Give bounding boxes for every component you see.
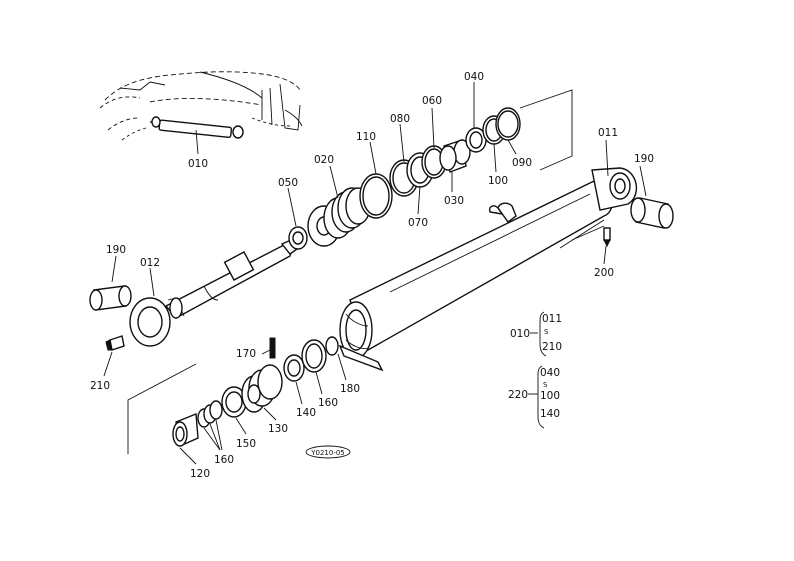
label-110[interactable]: 110 xyxy=(356,131,376,143)
label-040[interactable]: 040 xyxy=(464,71,484,83)
bushing-190-right xyxy=(630,197,674,229)
drawing-code: Y0210-05 xyxy=(310,449,345,457)
gland-130 xyxy=(241,364,283,413)
label-170[interactable]: 170 xyxy=(236,348,256,360)
label-050[interactable]: 050 xyxy=(278,177,298,189)
label-090[interactable]: 090 xyxy=(512,157,532,169)
piston-rod xyxy=(129,235,305,347)
ring-090 xyxy=(495,107,521,141)
label-030[interactable]: 030 xyxy=(444,195,464,207)
label-012[interactable]: 012 xyxy=(140,257,160,269)
cylinder-tube xyxy=(338,167,638,372)
group-bracket-bottom xyxy=(127,363,197,454)
label-130[interactable]: 130 xyxy=(268,423,288,435)
bushing-190-left xyxy=(89,285,132,311)
assembly-legend-010: 010 011 S 210 xyxy=(510,311,562,357)
part-labels: 010 011 012 020 030 040 050 060 070 080 … xyxy=(90,71,654,480)
bush-120 xyxy=(172,412,199,448)
leader-lines xyxy=(103,82,647,465)
legend-210: 210 xyxy=(542,341,562,353)
label-190-right[interactable]: 190 xyxy=(634,153,654,165)
seal-050 xyxy=(288,226,308,250)
inset-cylinder xyxy=(150,116,244,139)
ring-180 xyxy=(325,336,339,356)
grease-nipple-210 xyxy=(105,335,125,351)
drawing-code-stamp: Y0210-05 xyxy=(305,445,351,459)
label-140[interactable]: 140 xyxy=(296,407,316,419)
group-bracket-top xyxy=(519,89,573,171)
label-150[interactable]: 150 xyxy=(236,438,256,450)
label-080[interactable]: 080 xyxy=(390,113,410,125)
legend-040: 040 xyxy=(540,367,560,379)
ring-110 xyxy=(359,173,393,219)
seals-160-bottom xyxy=(197,400,223,428)
label-190-left[interactable]: 190 xyxy=(106,244,126,256)
leader-010 xyxy=(195,129,199,155)
label-070[interactable]: 070 xyxy=(408,217,428,229)
legend-011: 011 xyxy=(542,313,562,325)
label-180[interactable]: 180 xyxy=(340,383,360,395)
bush-030 xyxy=(439,139,471,173)
assembly-legend-220: 220 040 S 100 140 xyxy=(508,365,560,429)
legend-220-tilde: S xyxy=(543,381,548,389)
label-011[interactable]: 011 xyxy=(598,127,618,139)
label-120[interactable]: 120 xyxy=(190,468,210,480)
label-100[interactable]: 100 xyxy=(488,175,508,187)
legend-010-tilde: S xyxy=(544,328,549,336)
legend-010-parent: 010 xyxy=(510,328,530,340)
label-020[interactable]: 020 xyxy=(314,154,334,166)
legend-220-parent: 220 xyxy=(508,389,528,401)
pin-170 xyxy=(269,337,276,359)
label-200[interactable]: 200 xyxy=(594,267,614,279)
label-160-mid[interactable]: 160 xyxy=(318,397,338,409)
label-210[interactable]: 210 xyxy=(90,380,110,392)
ring-160-mid xyxy=(301,339,327,373)
label-060[interactable]: 060 xyxy=(422,95,442,107)
label-160-bottom[interactable]: 160 xyxy=(214,454,234,466)
ring-150 xyxy=(221,386,247,418)
label-010[interactable]: 010 xyxy=(188,158,208,170)
ring-140 xyxy=(283,354,305,382)
legend-100: 100 xyxy=(540,390,560,402)
location-inset xyxy=(99,71,303,155)
legend-140: 140 xyxy=(540,408,560,420)
